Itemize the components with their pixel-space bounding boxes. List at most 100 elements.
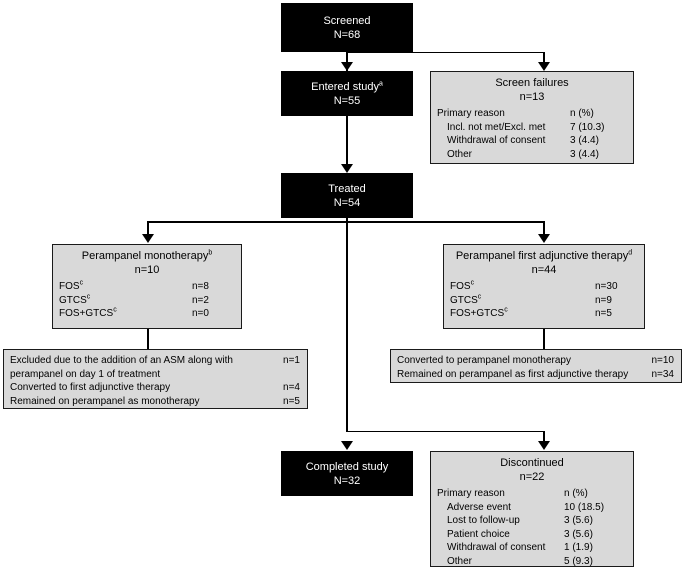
connector-bottom-branch-bar	[346, 430, 544, 433]
discontinued-reason-value: 5 (9.3)	[564, 555, 593, 567]
discontinued-header-row: Primary reason n (%)	[431, 487, 633, 501]
connector-branch-right-drop	[543, 221, 545, 235]
node-discontinued[interactable]: Discontinued n=22 Primary reason n (%) A…	[430, 451, 634, 567]
footnote-marker-c: c	[470, 279, 475, 287]
screen-failures-reason-list: Primary reason n (%) Incl. not met/Excl.…	[431, 107, 633, 161]
table-row: GTCSc n=9	[444, 293, 644, 308]
node-entered-study-count: N=55	[333, 94, 361, 107]
connector-branch-left-drop	[147, 221, 149, 235]
adjunctive-seizure-type-list: FOSc n=30 GTCSc n=9 FOS+GTCSc n=5	[444, 280, 644, 321]
table-row: Withdrawal of consent 3 (4.4)	[431, 134, 633, 148]
connector-treated-branch-bar	[148, 221, 544, 223]
discontinued-reason-value: 3 (5.6)	[564, 528, 593, 540]
adjunctive-seizure-type-value: n=30	[595, 281, 618, 292]
screen-failures-value-header: n (%)	[570, 108, 594, 119]
monotherapy-outcome-value	[266, 368, 300, 382]
node-treated-label: Treated	[328, 182, 366, 195]
table-row: perampanel on day 1 of treatment	[4, 368, 307, 382]
table-row: Withdrawal of consent 1 (1.9)	[431, 541, 633, 555]
table-row: Incl. not met/Excl. met 7 (10.3)	[431, 121, 633, 135]
monotherapy-seizure-type-label: FOSc	[59, 279, 84, 292]
monotherapy-outcome-value: n=1	[283, 355, 300, 366]
node-screened-count: N=68	[333, 28, 361, 41]
node-screen-failures-count: n=13	[519, 91, 545, 103]
adjunctive-seizure-type-label: FOS+GTCSc	[450, 306, 508, 319]
node-completed-study-label: Completed study	[305, 460, 389, 473]
node-entered-study[interactable]: Entered studya N=55	[281, 71, 413, 116]
monotherapy-outcome-label: Converted to first adjunctive therapy	[10, 382, 171, 393]
screen-failures-header-row: Primary reason n (%)	[431, 107, 633, 121]
node-perampanel-first-adjunctive-therapy[interactable]: Perampanel first adjunctive therapyd n=4…	[443, 244, 645, 329]
monotherapy-outcome-list: Excluded due to the addition of an ASM a…	[4, 354, 307, 408]
node-adjunctive-outcomes[interactable]: Converted to perampanel monotherapy n=10…	[390, 349, 682, 383]
monotherapy-seizure-type-value: n=8	[192, 281, 209, 292]
node-screen-failures[interactable]: Screen failures n=13 Primary reason n (%…	[430, 71, 634, 164]
table-row: Lost to follow-up 3 (5.6)	[431, 514, 633, 528]
node-screened[interactable]: Screened N=68	[281, 3, 413, 52]
node-monotherapy-outcomes[interactable]: Excluded due to the addition of an ASM a…	[3, 349, 308, 409]
node-discontinued-count: n=22	[519, 471, 545, 483]
table-row: FOS+GTCSc n=5	[444, 307, 644, 321]
screen-failures-reason-value: 3 (4.4)	[570, 135, 599, 146]
discontinued-reason-label: Withdrawal of consent	[447, 542, 546, 553]
connector-screenfail-drop	[543, 52, 545, 64]
adjunctive-outcome-label: Remained on perampanel as first adjuncti…	[397, 368, 629, 380]
arrow-to-adjunctive	[538, 234, 550, 243]
connector-discontinued-drop	[543, 431, 545, 443]
table-row: Excluded due to the addition of an ASM a…	[4, 354, 307, 368]
node-treated[interactable]: Treated N=54	[281, 173, 413, 218]
node-perampanel-monotherapy[interactable]: Perampanel monotherapyb n=10 FOSc n=8 GT…	[52, 244, 242, 329]
discontinued-reason-label: Adverse event	[447, 501, 511, 513]
monotherapy-outcome-label: perampanel on day 1 of treatment	[10, 368, 161, 380]
node-entered-study-label: Entered studya	[311, 79, 383, 93]
footnote-marker-c: c	[504, 306, 508, 314]
connector-treated-stem	[346, 216, 348, 432]
arrow-to-entered-study	[341, 62, 353, 71]
monotherapy-seizure-type-value: n=0	[192, 308, 209, 319]
footnote-marker-c: c	[79, 279, 84, 287]
footnote-marker-c: c	[477, 293, 482, 301]
node-monotherapy-count: n=10	[134, 264, 160, 276]
discontinued-reason-label: Other	[447, 555, 473, 567]
monotherapy-outcome-value: n=4	[283, 382, 300, 393]
adjunctive-outcome-label: Converted to perampanel monotherapy	[397, 355, 571, 366]
node-completed-study[interactable]: Completed study N=32	[281, 451, 413, 496]
table-row: FOS+GTCSc n=0	[53, 307, 241, 321]
table-row: FOSc n=8	[53, 280, 241, 294]
monotherapy-outcome-value: n=5	[283, 395, 300, 407]
screen-failures-reason-value: 3 (4.4)	[570, 148, 599, 160]
node-adjunctive-count: n=44	[531, 264, 557, 276]
connector-monotherapy-to-outcomes	[147, 329, 149, 349]
adjunctive-seizure-type-value: n=5	[595, 308, 612, 319]
table-row: Converted to first adjunctive therapy n=…	[4, 381, 307, 395]
screen-failures-reason-header: Primary reason	[437, 108, 505, 119]
footnote-marker-d: d	[628, 249, 633, 257]
node-screen-failures-label: Screen failures	[495, 77, 569, 89]
connector-screened-split	[346, 51, 544, 54]
table-row: Adverse event 10 (18.5)	[431, 501, 633, 515]
adjunctive-outcome-value: n=10	[651, 355, 674, 366]
node-adjunctive-label: Perampanel first adjunctive therapyd	[455, 249, 633, 262]
arrow-to-screen-failures	[538, 62, 550, 71]
adjunctive-outcome-list: Converted to perampanel monotherapy n=10…	[391, 354, 681, 381]
monotherapy-outcome-label: Remained on perampanel as monotherapy	[10, 395, 200, 407]
node-treated-count: N=54	[333, 196, 361, 209]
screen-failures-reason-label: Withdrawal of consent	[447, 135, 546, 146]
discontinued-reason-header: Primary reason	[437, 488, 505, 499]
footnote-marker-c: c	[86, 293, 91, 301]
screen-failures-reason-label: Incl. not met/Excl. met	[447, 121, 546, 133]
table-row: Patient choice 3 (5.6)	[431, 528, 633, 542]
connector-adjunctive-to-outcomes	[543, 329, 545, 349]
footnote-marker-b: b	[208, 249, 213, 257]
screen-failures-reason-label: Other	[447, 148, 473, 160]
adjunctive-outcome-value: n=34	[651, 368, 674, 380]
discontinued-reason-value: 10 (18.5)	[564, 501, 605, 513]
node-discontinued-label: Discontinued	[500, 457, 564, 469]
table-row: Remained on perampanel as monotherapy n=…	[4, 395, 307, 409]
adjunctive-seizure-type-label: FOSc	[450, 279, 475, 292]
arrow-to-completed-study	[341, 441, 353, 450]
table-row: FOSc n=30	[444, 280, 644, 294]
table-row: Converted to perampanel monotherapy n=10	[391, 354, 681, 368]
monotherapy-seizure-type-label: FOS+GTCSc	[59, 306, 117, 319]
